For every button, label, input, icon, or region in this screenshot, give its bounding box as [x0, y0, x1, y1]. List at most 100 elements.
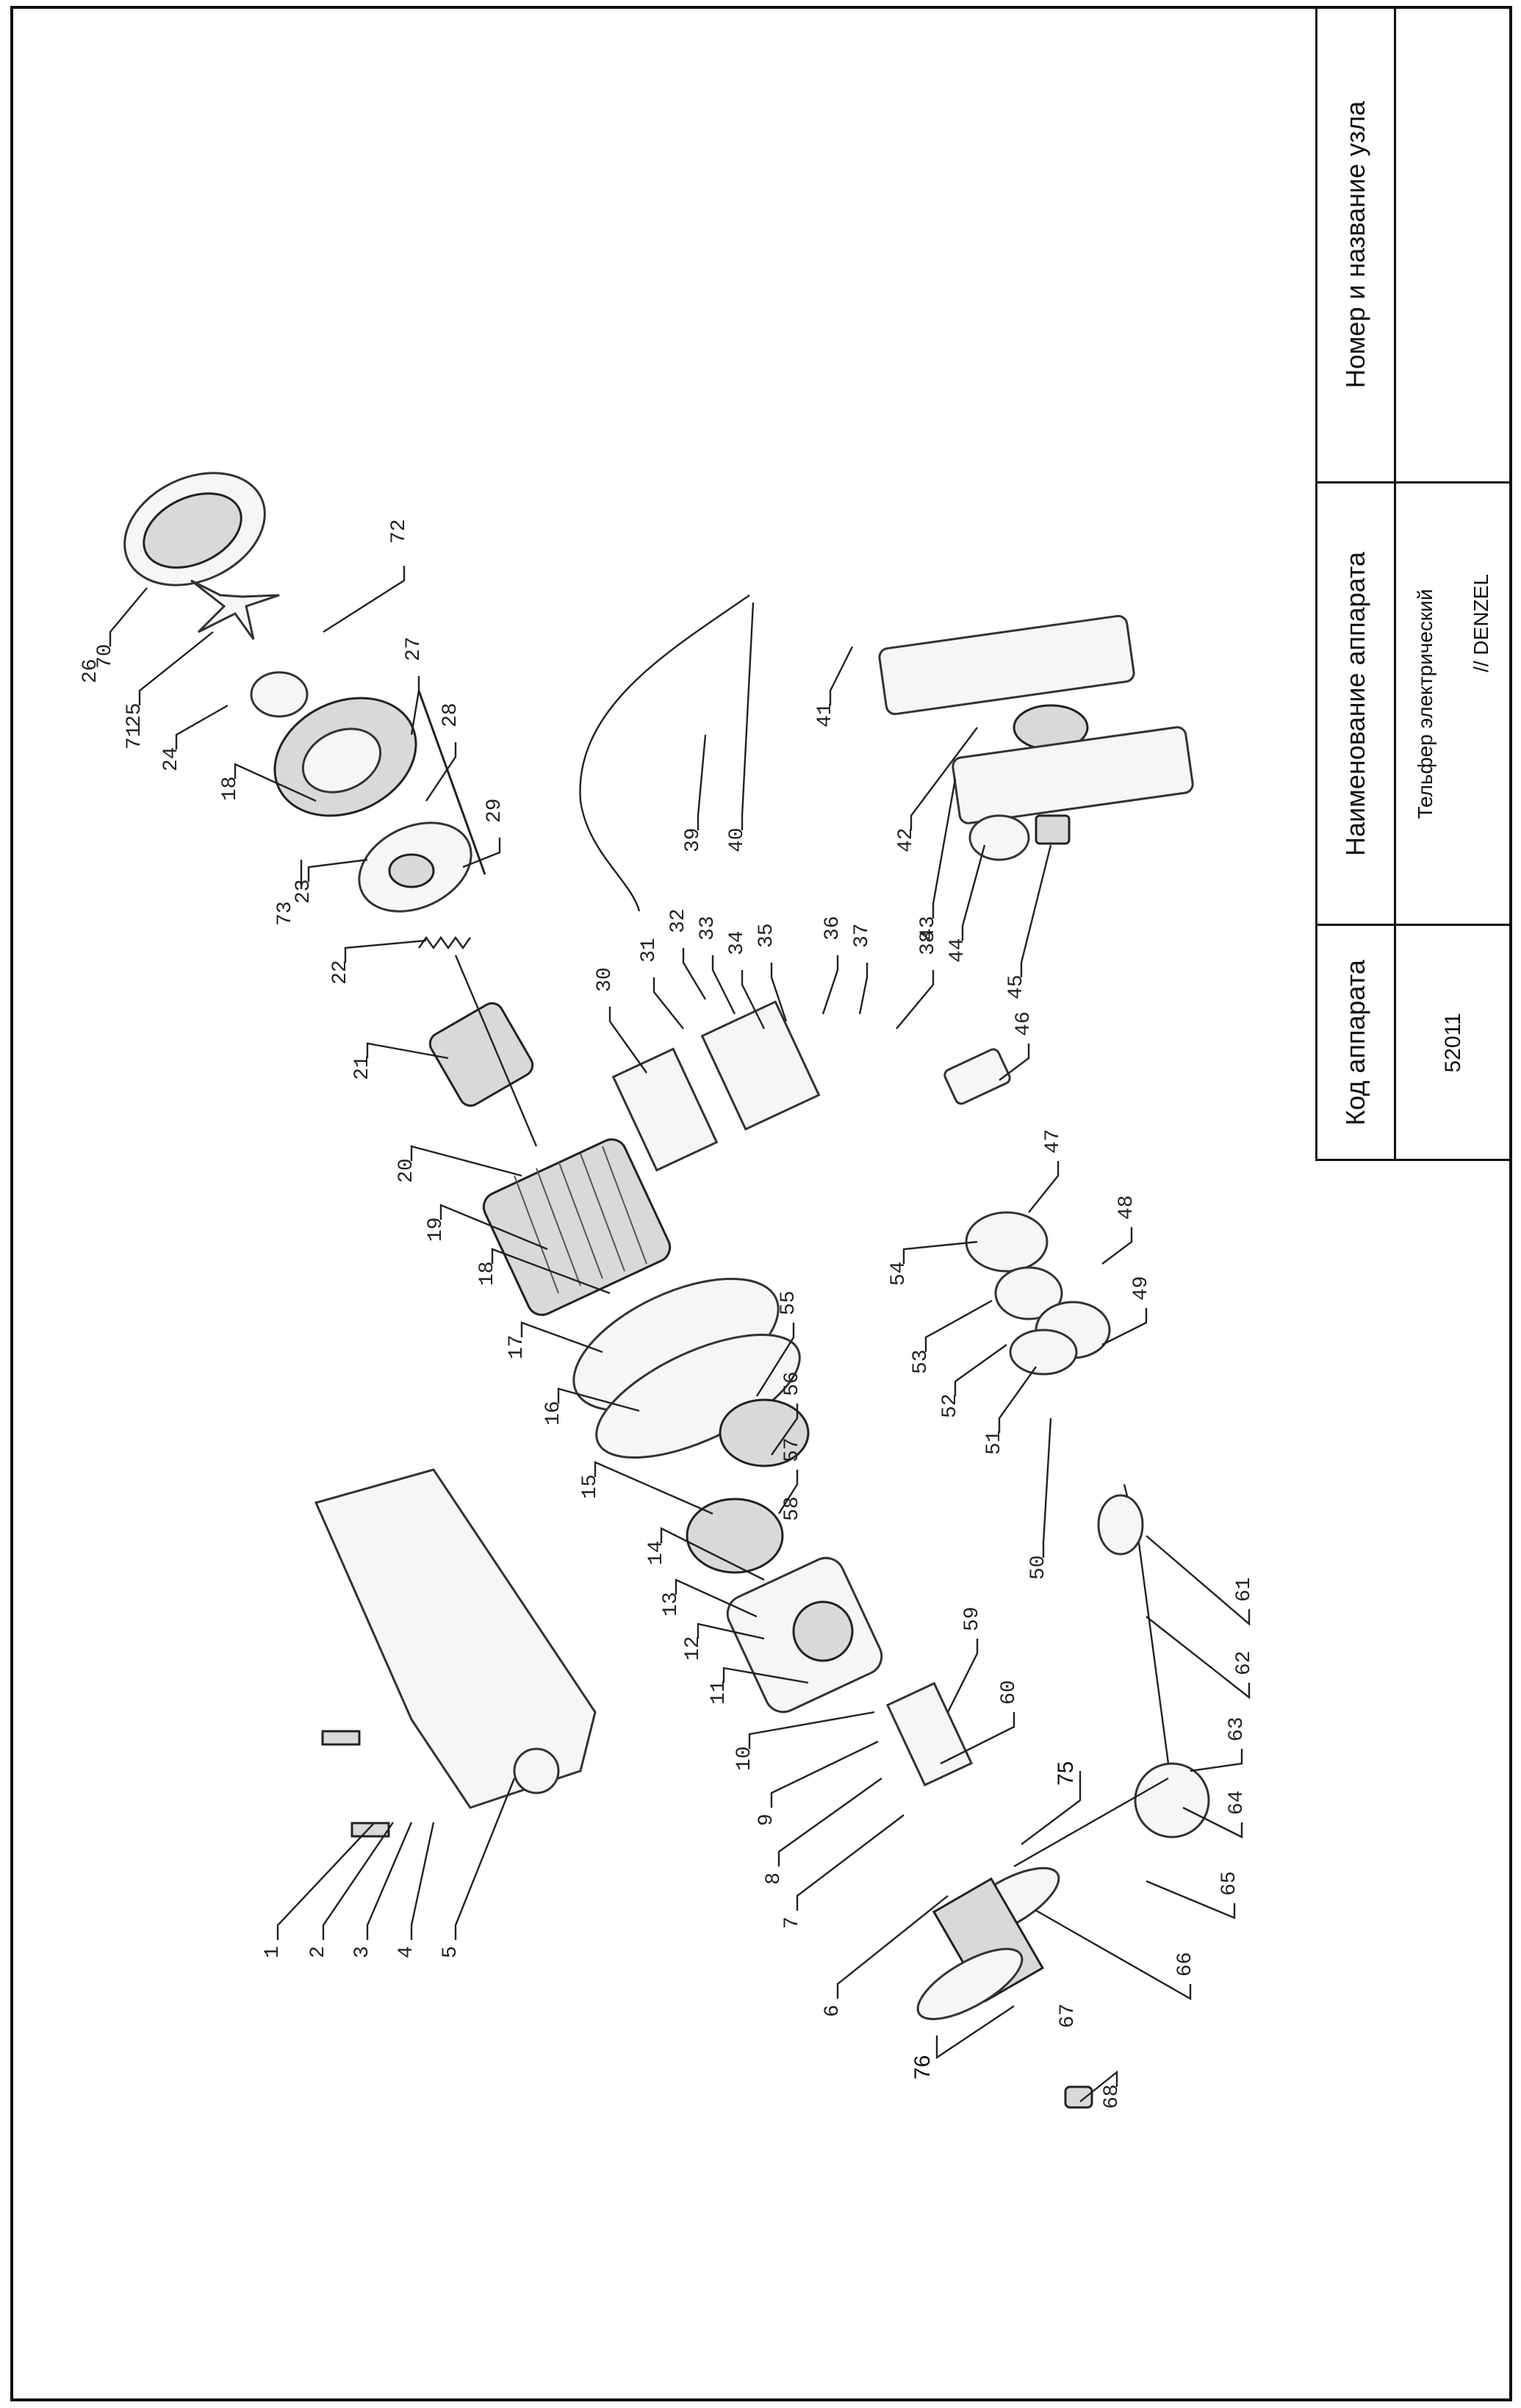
gear-part	[273, 697, 417, 817]
callout-27: 27	[403, 636, 425, 661]
callout-45: 45	[1005, 974, 1028, 999]
stator-part	[482, 1138, 672, 1316]
code-header-cell: Код аппарата	[1315, 924, 1396, 1161]
callout-51: 51	[983, 1430, 1006, 1455]
callout-1: 1	[262, 1946, 284, 1958]
name-header-cell: Наименование аппарата	[1315, 481, 1396, 926]
callout-13: 13	[660, 1592, 683, 1617]
gear-wheel-part	[719, 1398, 810, 1467]
code-value-cell: 52011	[1394, 924, 1512, 1161]
callout-35: 35	[755, 923, 778, 948]
callout-16: 16	[542, 1401, 565, 1426]
callout-72: 72	[388, 519, 411, 544]
callout-31: 31	[638, 938, 661, 963]
callout-46: 46	[1013, 1011, 1035, 1036]
callout-7: 7	[781, 1916, 804, 1929]
callout-71: 71	[123, 725, 146, 750]
limit-switch-gear-part	[965, 1211, 1111, 1376]
callout-55: 55	[777, 1290, 800, 1315]
callout-59: 59	[961, 1606, 984, 1631]
callout-21: 21	[351, 1055, 374, 1080]
callout-8: 8	[763, 1872, 785, 1885]
node-value-cell	[1394, 6, 1512, 484]
callout-18-upper: 18	[219, 776, 242, 801]
name-line-2: // DENZEL	[1469, 573, 1492, 672]
callout-64: 64	[1226, 1790, 1248, 1815]
callout-58: 58	[781, 1496, 804, 1521]
control-cable-part	[579, 594, 750, 912]
gear-wheel-large-part	[686, 1498, 784, 1574]
mounting-bracket-part	[314, 1468, 597, 1809]
drawing-frame	[10, 6, 1512, 2401]
fan-cover-part	[123, 472, 266, 586]
hook-part	[1097, 1494, 1144, 1556]
name-line-1: Тельфер электрический	[1413, 589, 1436, 819]
node-header: Номер и название узла	[1340, 101, 1370, 389]
callout-50: 50	[1027, 1555, 1050, 1580]
callout-56: 56	[781, 1371, 804, 1396]
rod-part	[417, 690, 486, 875]
code-value: 52011	[1440, 1012, 1465, 1073]
callout-29: 29	[483, 798, 506, 823]
fan-part	[190, 579, 280, 640]
callout-12: 12	[682, 1636, 705, 1661]
callout-34: 34	[726, 930, 749, 955]
callout-62: 62	[1233, 1650, 1256, 1675]
spring-part	[418, 935, 471, 950]
callout-23: 23	[292, 879, 315, 904]
callout-70: 70	[94, 644, 117, 669]
callout-49: 49	[1130, 1276, 1153, 1301]
contactor-part	[700, 1000, 821, 1131]
callout-4: 4	[395, 1946, 418, 1958]
callout-labels: 1 2 3 4 5 6 7 8 9 10 11 12 13 14 15 16 1…	[79, 519, 1256, 2109]
callout-9: 9	[755, 1814, 778, 1826]
nut-part	[1064, 2085, 1093, 2109]
callout-63: 63	[1226, 1717, 1248, 1742]
node-header-cell: Номер и название узла	[1315, 6, 1396, 484]
callout-20: 20	[395, 1158, 418, 1183]
callout-17: 17	[506, 1334, 528, 1359]
callout-19: 19	[425, 1217, 447, 1242]
bolt-part-2	[321, 1730, 361, 1746]
callout-60: 60	[998, 1680, 1021, 1705]
callout-15: 15	[579, 1474, 602, 1499]
callout-52: 52	[939, 1393, 962, 1418]
callout-68: 68	[1101, 2084, 1123, 2109]
title-block: Номер и название узла Наименование аппар…	[1315, 6, 1512, 1161]
callout-42: 42	[895, 827, 918, 852]
gearbox-housing-part	[726, 1556, 883, 1714]
callout-2: 2	[307, 1946, 330, 1958]
callout-10: 10	[733, 1746, 756, 1771]
callout-28: 28	[439, 702, 462, 727]
callout-3: 3	[351, 1946, 374, 1958]
callout-61: 61	[1233, 1577, 1256, 1602]
gasket-part	[595, 1333, 801, 1459]
callout-26: 26	[79, 658, 102, 683]
callout-40: 40	[726, 827, 749, 852]
name-value-cell: Тельфер электрический // DENZEL	[1394, 481, 1512, 926]
callout-30: 30	[594, 967, 616, 992]
callout-6: 6	[821, 2005, 844, 2017]
callout-53: 53	[910, 1349, 932, 1374]
pendant-control-part	[878, 614, 1194, 861]
callout-38: 38	[917, 930, 940, 955]
rotor-part	[428, 955, 538, 1147]
callout-22: 22	[329, 960, 352, 985]
callout-54: 54	[888, 1261, 910, 1286]
callout-73: 73	[274, 901, 297, 926]
code-header: Код аппарата	[1340, 959, 1370, 1126]
key-switch-part	[943, 1048, 1011, 1105]
callout-33: 33	[697, 916, 719, 941]
callout-25: 25	[123, 702, 146, 727]
pulley-block-part	[1134, 1762, 1210, 1839]
bolt-part	[350, 1822, 390, 1838]
rope-drum-part	[916, 1866, 1060, 2021]
callout-43: 43	[917, 916, 940, 941]
callout-67: 67	[1057, 2003, 1079, 2028]
callout-39: 39	[682, 827, 705, 852]
callout-65: 65	[1218, 1871, 1241, 1896]
callout-11: 11	[708, 1680, 730, 1705]
callout-24: 24	[160, 747, 183, 772]
callout-57: 57	[781, 1437, 804, 1462]
